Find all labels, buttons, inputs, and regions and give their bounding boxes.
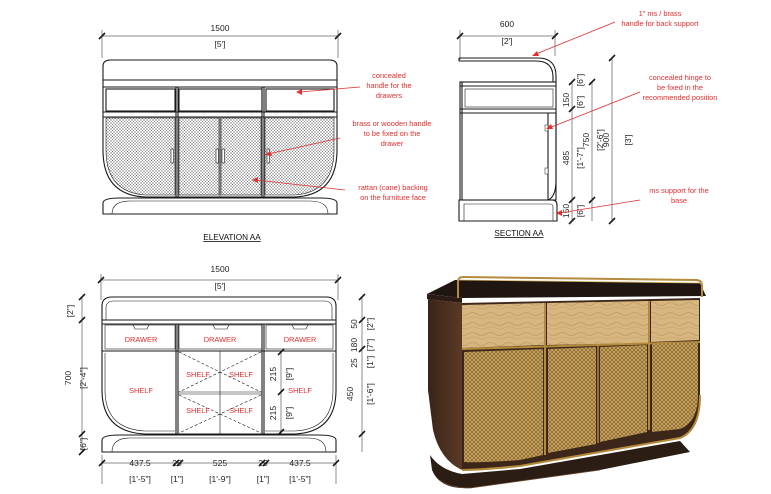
section-title: SECTION AA bbox=[494, 229, 544, 238]
plan-left-body-ft: [2'-4"] bbox=[78, 367, 88, 389]
plan-right-gap-ft: [1"] bbox=[365, 356, 375, 368]
plan-bottom-d1-mm: 437.5 bbox=[129, 458, 151, 468]
plan-width-mm: 1500 bbox=[211, 264, 230, 274]
section-total-b-mm: 900 bbox=[601, 133, 611, 147]
section-base-ft: [6"] bbox=[575, 205, 585, 217]
section-depth-mm: 600 bbox=[500, 19, 514, 29]
plan-label-drawer-left: DRAWER bbox=[125, 335, 158, 344]
plan-bottom-d4-ft: [1"] bbox=[257, 474, 269, 484]
section-top-ft: [6"] bbox=[575, 74, 585, 86]
plan-label-shelf-right: SHELF bbox=[288, 386, 312, 395]
section-body-ft: [1'-7"] bbox=[575, 147, 585, 169]
plan-bottom-d1-ft: [1'-5"] bbox=[129, 474, 151, 484]
plan-inner-shelf-mm-top: 215 bbox=[268, 367, 278, 381]
section-base-mm: 150 bbox=[561, 204, 571, 218]
plan-bottom-d5-ft: [1'-5"] bbox=[289, 474, 311, 484]
plan-right-top-ft: [2"] bbox=[365, 318, 375, 330]
plan-label-shelf-3: SHELF bbox=[186, 406, 210, 415]
plan-left-top-ft: [2"] bbox=[65, 305, 75, 317]
plan-drawing: 1500 [5'] DRAWER DRAWER DRAWER bbox=[63, 264, 375, 484]
plan-inner-shelf-ft-bottom: [9"] bbox=[284, 407, 294, 419]
section-total-a-mm: 750 bbox=[581, 133, 591, 147]
plan-inner-shelf-mm-bottom: 215 bbox=[268, 406, 278, 420]
elevation-width-mm: 1500 bbox=[211, 23, 230, 33]
plan-label-drawer-right: DRAWER bbox=[284, 335, 317, 344]
elevation-drawing: 1500 [5'] ELEVATION AA bbox=[98, 23, 342, 242]
plan-inner-shelf-ft-top: [9"] bbox=[284, 368, 294, 380]
plan-right-body-ft: [1'-6"] bbox=[365, 383, 375, 405]
plan-right-drawer-ft: [7"] bbox=[365, 339, 375, 351]
plan-width-ft: [5'] bbox=[214, 281, 225, 291]
plan-label-shelf-2: SHELF bbox=[229, 370, 253, 379]
section-total-b-ft: [3'] bbox=[623, 134, 633, 145]
plan-right-top-mm: 50 bbox=[349, 319, 359, 329]
section-drawer-mm: 150 bbox=[561, 93, 571, 107]
section-body-mm: 485 bbox=[561, 151, 571, 165]
plan-label-drawer-center: DRAWER bbox=[204, 335, 237, 344]
plan-bottom-d3-ft: [1'-9"] bbox=[209, 474, 231, 484]
plan-right-body-mm: 450 bbox=[345, 387, 355, 401]
plan-left-body-mm: 700 bbox=[63, 371, 73, 385]
plan-bottom-d4-mm: 25 bbox=[258, 458, 268, 468]
section-total-a-ft: [2'-6"] bbox=[595, 129, 605, 151]
section-depth-ft: [2'] bbox=[501, 36, 512, 46]
plan-label-shelf-1: SHELF bbox=[186, 370, 210, 379]
plan-bottom-d5-mm: 437.5 bbox=[289, 458, 311, 468]
elevation-title: ELEVATION AA bbox=[203, 233, 261, 242]
plan-label-shelf-left: SHELF bbox=[129, 386, 153, 395]
plan-bottom-d2-ft: [1"] bbox=[171, 474, 183, 484]
plan-label-shelf-4: SHELF bbox=[229, 406, 253, 415]
plan-bottom-d3-mm: 525 bbox=[213, 458, 227, 468]
plan-bottom-d2-mm: 25 bbox=[172, 458, 182, 468]
section-drawer-ft: [6"] bbox=[575, 96, 585, 108]
plan-right-drawer-mm: 180 bbox=[349, 338, 359, 352]
render-3d bbox=[427, 275, 706, 489]
plan-left-base-ft: [6"] bbox=[78, 438, 88, 450]
plan-right-gap-mm: 25 bbox=[349, 358, 359, 368]
section-drawing: 600 [2'] SECTION AA 150 [6"] bbox=[456, 19, 633, 238]
elevation-width-ft: [5'] bbox=[214, 39, 225, 49]
